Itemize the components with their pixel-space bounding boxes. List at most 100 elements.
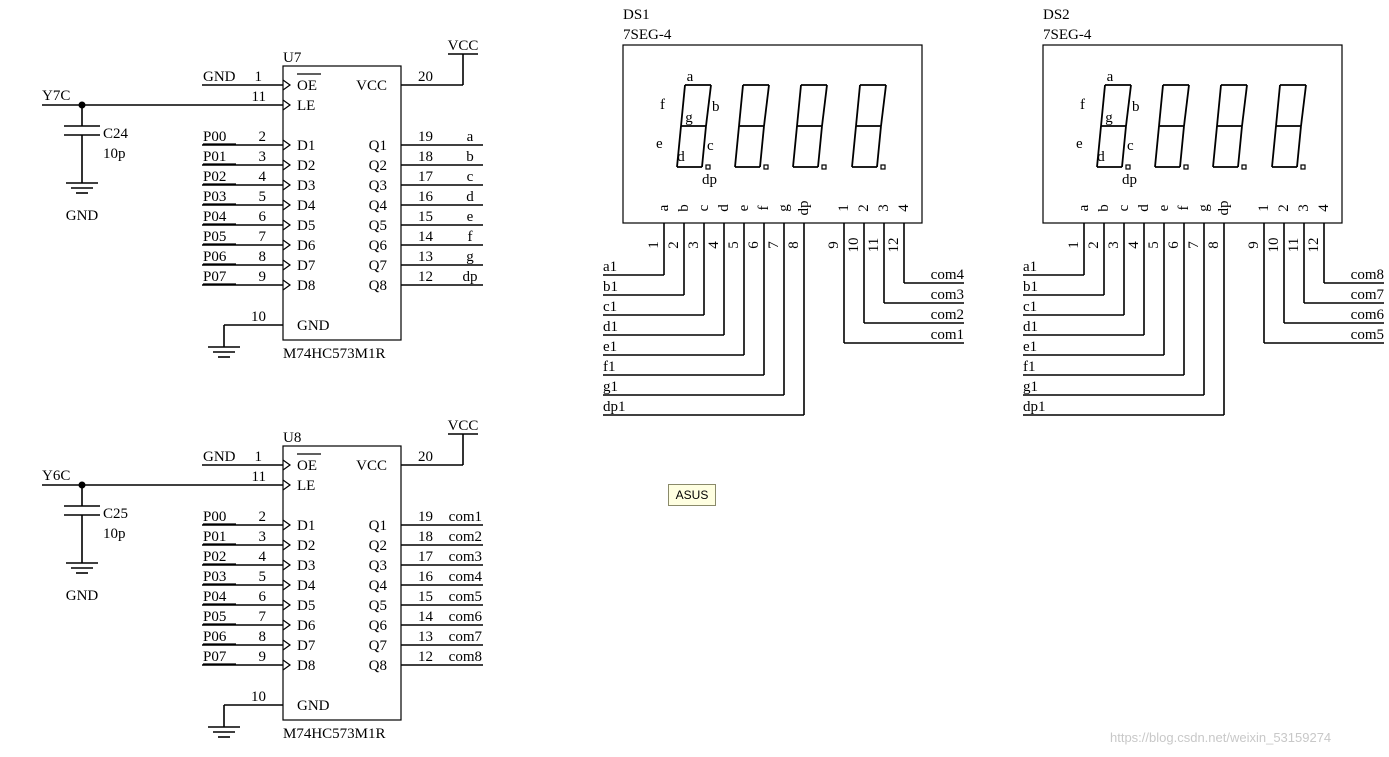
pin-number: 1 bbox=[1066, 241, 1082, 249]
segment bbox=[1237, 125, 1243, 168]
clock-marker bbox=[282, 219, 292, 231]
pin-name-q: Q7 bbox=[369, 638, 388, 654]
pin-name-gnd: GND bbox=[297, 318, 330, 334]
cap-value: 10p bbox=[103, 146, 126, 162]
seg-label-g: g bbox=[685, 110, 693, 126]
pin-name-seg: c bbox=[696, 204, 712, 211]
out-net-label: com8 bbox=[449, 649, 482, 665]
pin-number: 15 bbox=[418, 589, 433, 605]
pin-name-com: 2 bbox=[856, 204, 872, 212]
dp-dot bbox=[1241, 164, 1247, 170]
pin-number: 14 bbox=[418, 609, 434, 625]
seg-label-d: d bbox=[1097, 149, 1105, 165]
clock-marker bbox=[282, 199, 292, 211]
com-net-label: com1 bbox=[931, 327, 964, 343]
in-net-label: P03 bbox=[203, 189, 226, 205]
gnd-label: GND bbox=[66, 588, 99, 604]
clock-marker bbox=[282, 459, 292, 471]
dp-dot bbox=[1300, 164, 1306, 170]
pin-number: 11 bbox=[252, 469, 266, 485]
pin-number: 19 bbox=[418, 509, 433, 525]
in-net-label: P07 bbox=[203, 269, 227, 285]
pin-name-vcc: VCC bbox=[356, 78, 387, 94]
pin-name-com: 1 bbox=[836, 204, 852, 212]
pin-name-q: Q8 bbox=[369, 658, 387, 674]
seg-net-label: d1 bbox=[603, 319, 618, 335]
pin-number: 2 bbox=[1086, 241, 1102, 249]
pin-number: 13 bbox=[418, 629, 433, 645]
in-net-label: P01 bbox=[203, 529, 226, 545]
clock-marker bbox=[282, 579, 292, 591]
seg-label-b: b bbox=[1132, 99, 1140, 115]
pin-name-d: D2 bbox=[297, 538, 315, 554]
pin-number: 8 bbox=[259, 249, 267, 265]
pin-name-seg: g bbox=[776, 204, 792, 212]
pin-name-com: 3 bbox=[876, 204, 892, 212]
vcc-label: VCC bbox=[448, 418, 479, 434]
pin-name-seg: d bbox=[1136, 204, 1152, 212]
digit-glyph bbox=[792, 84, 828, 170]
ground-symbol bbox=[208, 726, 240, 738]
pin-number: 3 bbox=[1106, 241, 1122, 249]
ic-body bbox=[282, 65, 402, 341]
net-label: Y6C bbox=[42, 468, 70, 484]
pin-name-le: LE bbox=[297, 478, 315, 494]
seg-net-label: e1 bbox=[1023, 339, 1037, 355]
seg-net-label: f1 bbox=[603, 359, 616, 375]
pin-number: 10 bbox=[251, 689, 266, 705]
out-net-label: g bbox=[466, 249, 474, 265]
pin-number: 15 bbox=[418, 209, 433, 225]
pin-number: 11 bbox=[252, 89, 266, 105]
in-net-label: P00 bbox=[203, 129, 226, 145]
segment bbox=[1121, 125, 1127, 168]
segment bbox=[851, 125, 857, 168]
pin-number: 4 bbox=[706, 241, 722, 249]
pin-name-com: 4 bbox=[1316, 204, 1332, 212]
out-net-label: a bbox=[467, 129, 474, 145]
pin-number: 6 bbox=[1166, 241, 1182, 249]
pin-name-q: Q7 bbox=[369, 258, 388, 274]
pin-name-d: D4 bbox=[297, 198, 316, 214]
pin-number: 3 bbox=[686, 241, 702, 249]
segment bbox=[738, 84, 744, 127]
pin-number: 3 bbox=[259, 149, 267, 165]
pin-number: 5 bbox=[726, 241, 742, 249]
out-net-label: com1 bbox=[449, 509, 482, 525]
seg-label-dp: dp bbox=[702, 172, 717, 188]
pin-name-oe: OE bbox=[297, 78, 317, 94]
clock-marker bbox=[282, 519, 292, 531]
seg-net-label: b1 bbox=[603, 279, 618, 295]
dp-dot bbox=[705, 164, 711, 170]
segment bbox=[792, 125, 798, 168]
net-label: Y7C bbox=[42, 88, 70, 104]
seg-label-a: a bbox=[687, 69, 694, 85]
in-net-label: P06 bbox=[203, 249, 227, 265]
ground-symbol bbox=[66, 182, 98, 194]
pin-number: 5 bbox=[259, 569, 267, 585]
pin-number: 2 bbox=[666, 241, 682, 249]
pin-name-d: D6 bbox=[297, 618, 316, 634]
segment bbox=[701, 125, 707, 168]
pin-number: 9 bbox=[259, 649, 267, 665]
segment bbox=[1125, 84, 1132, 127]
segment bbox=[1212, 125, 1218, 168]
segment bbox=[1271, 125, 1277, 168]
pin-name-d: D3 bbox=[297, 558, 315, 574]
out-net-label: e bbox=[467, 209, 474, 225]
pin-number: 4 bbox=[259, 549, 267, 565]
out-net-label: com5 bbox=[449, 589, 482, 605]
segment bbox=[880, 84, 887, 127]
segment bbox=[1158, 84, 1164, 127]
seg-label-c: c bbox=[1127, 138, 1134, 154]
pin-name-q: Q6 bbox=[369, 238, 388, 254]
clock-marker bbox=[282, 279, 292, 291]
oe-net-label: GND bbox=[203, 69, 236, 85]
pin-name-d: D4 bbox=[297, 578, 316, 594]
pin-name-seg: g bbox=[1196, 204, 1212, 212]
clock-marker bbox=[282, 559, 292, 571]
pin-number: 10 bbox=[251, 309, 266, 325]
segment bbox=[1096, 125, 1102, 168]
digit-glyph bbox=[734, 84, 770, 170]
clock-marker bbox=[282, 239, 292, 251]
